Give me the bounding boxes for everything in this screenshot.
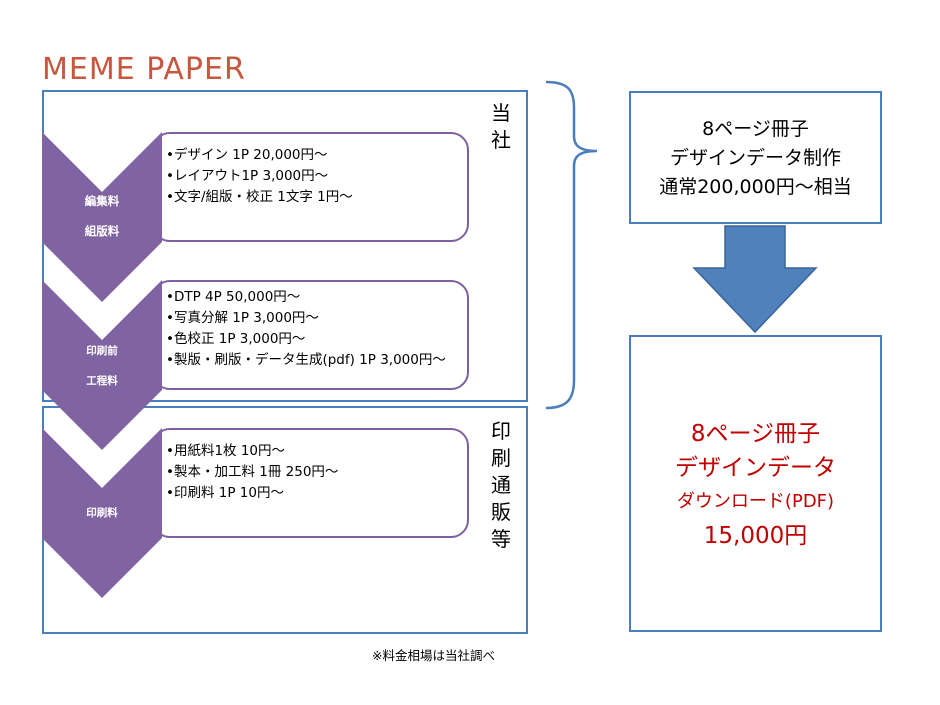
stage-item: •レイアウト1P 3,000円～ bbox=[166, 168, 329, 184]
stage-item: •製本・加工料 1冊 250円～ bbox=[166, 464, 339, 480]
result-top-box: 8ページ冊子 デザインデータ制作 通常200,000円～相当 bbox=[629, 91, 882, 224]
result-top-line: 8ページ冊子 bbox=[702, 118, 809, 140]
stage-details-prepress: •DTP 4P 50,000円～ •写真分解 1P 3,000円～ •色校正 1… bbox=[152, 280, 469, 390]
stage-details-editing: •デザイン 1P 20,000円～ •レイアウト1P 3,000円～ •文字/組… bbox=[152, 132, 469, 242]
print-label-char: 刷 bbox=[491, 446, 511, 470]
result-top-line: 通常200,000円～相当 bbox=[659, 176, 852, 198]
stage-item: •色校正 1P 3,000円～ bbox=[166, 331, 306, 347]
stage-item: •デザイン 1P 20,000円～ bbox=[166, 147, 328, 163]
result-bottom-line: 8ページ冊子 bbox=[690, 421, 821, 447]
brace-icon bbox=[545, 80, 598, 410]
down-arrow-icon bbox=[692, 225, 818, 334]
stage-label-editing: 編集料 組版料 bbox=[42, 186, 162, 246]
print-label: 印 刷 通 販 等 bbox=[488, 418, 514, 553]
result-bottom-line: デザインデータ bbox=[675, 455, 836, 481]
print-label-char: 販 bbox=[491, 500, 511, 524]
brand-logo-text: MEME PAPER bbox=[42, 52, 246, 87]
stage-item: •製版・刷版・データ生成(pdf) 1P 3,000円～ bbox=[166, 352, 446, 368]
result-bottom-line: ダウンロード(PDF) bbox=[676, 491, 835, 512]
chevron-prepress bbox=[42, 280, 162, 450]
print-label-char: 印 bbox=[491, 419, 511, 443]
result-top-line: デザインデータ制作 bbox=[669, 147, 841, 169]
result-bottom-box: 8ページ冊子 デザインデータ ダウンロード(PDF) 15,000円 bbox=[629, 335, 882, 632]
chevron-printing bbox=[42, 428, 162, 598]
stage-label-line: 編集料 bbox=[84, 194, 120, 208]
footnote: ※料金相場は当社調べ bbox=[372, 648, 495, 663]
stage-label-line: 工程料 bbox=[86, 375, 118, 387]
stage-label-line: 印刷前 bbox=[86, 345, 118, 357]
company-label-char: 当 bbox=[491, 101, 511, 125]
stage-item: •印刷料 1P 10円～ bbox=[166, 485, 284, 501]
stage-label-prepress: 印刷前 工程料 bbox=[42, 336, 162, 396]
stage-item: •用紙料1枚 10円～ bbox=[166, 443, 286, 459]
result-bottom-price: 15,000円 bbox=[703, 523, 808, 549]
stage-item: •DTP 4P 50,000円～ bbox=[166, 289, 301, 305]
chevron-editing bbox=[42, 132, 162, 302]
company-label-char: 社 bbox=[491, 128, 511, 152]
print-label-char: 通 bbox=[491, 473, 511, 497]
stage-item: •写真分解 1P 3,000円～ bbox=[166, 310, 319, 326]
stage-label-printing: 印刷料 bbox=[42, 498, 162, 528]
stage-details-printing: •用紙料1枚 10円～ •製本・加工料 1冊 250円～ •印刷料 1P 10円… bbox=[152, 428, 469, 538]
stage-label-line: 組版料 bbox=[84, 224, 120, 238]
company-label: 当 社 bbox=[488, 100, 514, 154]
print-label-char: 等 bbox=[491, 527, 511, 551]
stage-label-line: 印刷料 bbox=[86, 507, 118, 519]
stage-item: •文字/組版・校正 1文字 1円～ bbox=[166, 189, 353, 205]
